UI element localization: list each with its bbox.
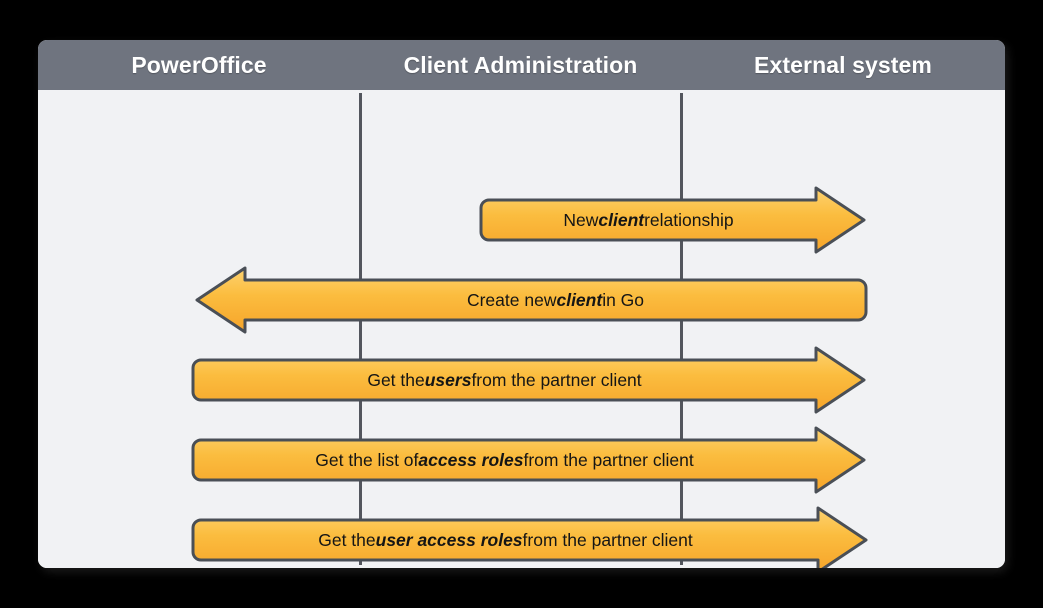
message-arrow-get-the-user-access-roles-from-the-partner-client[interactable]: Get the user access roles from the partn… — [191, 504, 870, 568]
message-arrow-get-the-list-of-access-roles-from-the-partner-client[interactable]: Get the list of access roles from the pa… — [191, 424, 868, 496]
lane-header-poweroffice: PowerOffice — [131, 51, 267, 78]
swimlane-body: New client relationship — [38, 90, 1005, 568]
message-arrow-create-new-client-in-go[interactable]: Create new client in Go — [193, 264, 868, 336]
swimlane-card: PowerOffice Client Administration Extern… — [38, 40, 1005, 568]
message-arrow-new-client-relationship[interactable]: New client relationship — [479, 184, 868, 256]
message-arrow-get-the-users-from-the-partner-client[interactable]: Get the users from the partner client — [191, 344, 868, 416]
lane-divider-1 — [359, 93, 362, 565]
lane-divider-2 — [680, 93, 683, 565]
swimlane-header: PowerOffice Client Administration Extern… — [38, 40, 1005, 92]
message-arrows: New client relationship — [38, 90, 1005, 568]
lane-header-external-system: External system — [754, 51, 932, 78]
lane-header-client-administration: Client Administration — [403, 51, 638, 78]
